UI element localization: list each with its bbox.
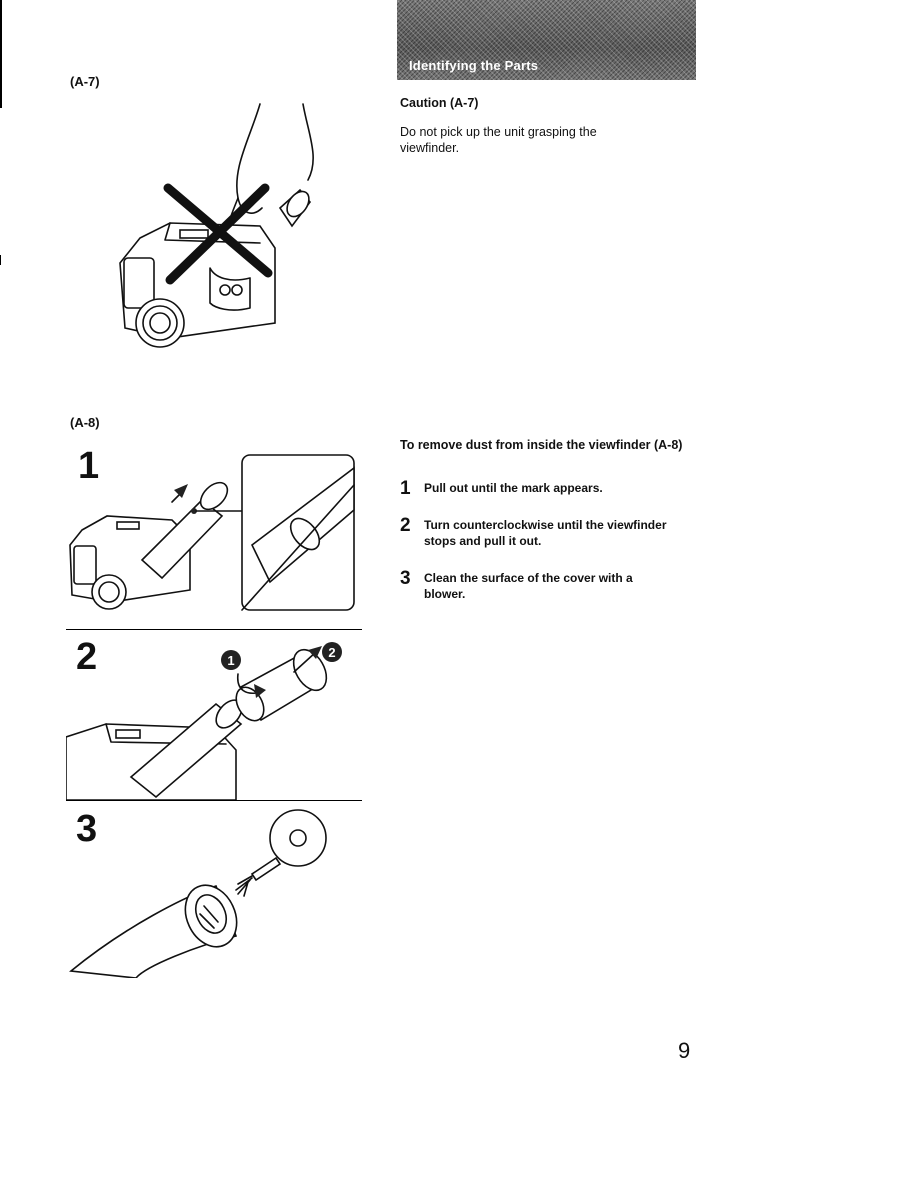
circled-marker-1: 1 xyxy=(227,653,234,668)
figure-step-1-number: 1 xyxy=(78,445,100,487)
figure-a7-illustration xyxy=(119,103,314,348)
figure-step-2-number: 2 xyxy=(76,636,98,678)
figure-divider-1 xyxy=(66,629,362,630)
figure-a8-label: (A-8) xyxy=(70,415,100,430)
figure-a7-label: (A-7) xyxy=(70,74,100,89)
page-edge-mark xyxy=(0,0,2,108)
section-banner: Identifying the Parts xyxy=(397,0,696,80)
figure-step-1-illustration xyxy=(69,454,355,611)
caution-text: Do not pick up the unit grasping the vie… xyxy=(400,125,597,155)
dust-heading: To remove dust from inside the viewfinde… xyxy=(400,438,683,452)
dust-step-1-text: Pull out until the mark appears. xyxy=(424,481,603,495)
dust-step-1-number: 1 xyxy=(400,478,411,499)
figure-step-2-illustration: 1 2 xyxy=(66,642,342,800)
figure-step-3-illustration xyxy=(69,809,327,978)
dust-step-2-number: 2 xyxy=(400,515,411,536)
dust-step-2-text: Turn counterclockwise until the viewfind… xyxy=(424,518,667,548)
dust-step-2: 2 Turn counterclockwise until the viewfi… xyxy=(400,515,684,549)
caution-heading: Caution (A-7) xyxy=(400,96,479,110)
dust-step-3-number: 3 xyxy=(400,568,411,589)
dust-step-3-text: Clean the surface of the cover with a bl… xyxy=(424,571,633,601)
page-edge-tick xyxy=(0,255,1,265)
section-title: Identifying the Parts xyxy=(409,58,539,73)
figure-step-3-number: 3 xyxy=(76,808,98,850)
figure-divider-2 xyxy=(66,800,362,801)
dust-step-1: 1 Pull out until the mark appears. xyxy=(400,478,684,499)
page-number: 9 xyxy=(678,1038,691,1063)
dust-step-3: 3 Clean the surface of the cover with a … xyxy=(400,568,664,602)
circled-marker-2: 2 xyxy=(328,645,335,660)
